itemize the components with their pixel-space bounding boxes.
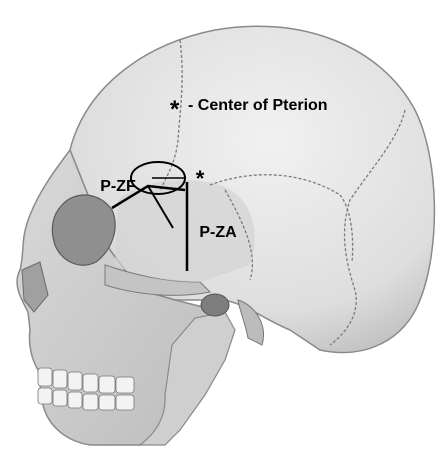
label-p-zf: P-ZF	[100, 178, 136, 195]
ear-canal	[201, 294, 229, 316]
label-p-za: P-ZA	[199, 224, 237, 241]
pterion-center-marker: *	[196, 166, 205, 191]
legend-text: - Center of Pterion	[188, 97, 328, 114]
legend-symbol: *	[170, 96, 180, 123]
